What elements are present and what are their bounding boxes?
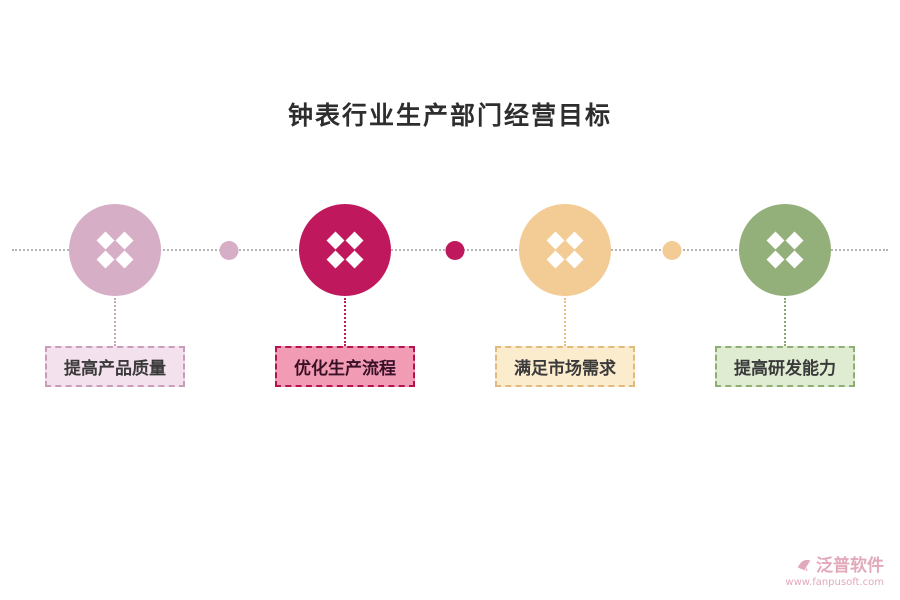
dotted-connector bbox=[564, 298, 566, 346]
footer-watermark: 泛普软件 www.fanpusoft.com bbox=[785, 551, 884, 588]
milestone-circle bbox=[69, 204, 161, 296]
fanpu-logo-icon bbox=[797, 559, 811, 571]
diamond-cluster-icon bbox=[326, 231, 364, 269]
goal-label: 优化生产流程 bbox=[275, 346, 415, 387]
diamond-cluster-icon bbox=[96, 231, 134, 269]
dotted-connector bbox=[344, 298, 346, 346]
brand-name: 泛普软件 bbox=[816, 556, 884, 576]
separator-dot bbox=[219, 241, 239, 260]
goal-label: 满足市场需求 bbox=[495, 346, 635, 387]
goal-label: 提高产品质量 bbox=[45, 346, 185, 387]
milestone-circle bbox=[519, 204, 611, 296]
page-title: 钟表行业生产部门经营目标 bbox=[287, 101, 612, 130]
diamond-cluster-icon bbox=[546, 231, 584, 269]
diamond-cluster-icon bbox=[766, 231, 804, 269]
dotted-connector bbox=[114, 298, 116, 346]
footer-url: www.fanpusoft.com bbox=[785, 577, 884, 588]
brand-row: 泛普软件 bbox=[785, 551, 884, 576]
separator-dot bbox=[445, 241, 465, 260]
dotted-connector bbox=[784, 298, 786, 346]
milestone-circle bbox=[299, 204, 391, 296]
separator-dot bbox=[662, 241, 682, 260]
milestone-circle bbox=[739, 204, 831, 296]
goal-label: 提高研发能力 bbox=[715, 346, 855, 387]
